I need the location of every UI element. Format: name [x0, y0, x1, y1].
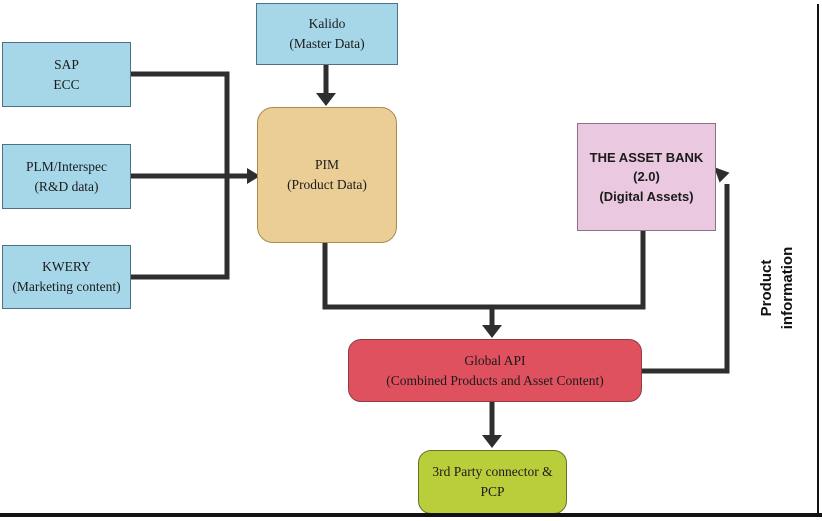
arrowhead-kalido-to-pim	[316, 93, 336, 106]
node-plm-interspec: PLM/Interspec (R&D data)	[2, 144, 131, 209]
edge-sap-kwery-trunk	[129, 71, 230, 280]
node-sap-ecc-label: SAP ECC	[53, 56, 80, 92]
bottom-border-line	[0, 513, 822, 517]
arrowhead-into-asset-bank	[714, 167, 730, 183]
arrowhead-into-third-party	[482, 435, 502, 448]
node-sap-ecc: SAP ECC	[2, 42, 131, 107]
node-asset-bank: THE ASSET BANK (2.0) (Digital Assets)	[577, 123, 716, 231]
node-global-api: Global API (Combined Products and Asset …	[348, 339, 642, 402]
right-border-line	[817, 4, 819, 517]
node-asset-bank-label: THE ASSET BANK (2.0) (Digital Assets)	[589, 149, 704, 204]
node-third-party-pcp: 3rd Party connector & PCP	[418, 450, 567, 514]
node-global-api-label: Global API (Combined Products and Asset …	[386, 352, 604, 388]
node-third-party-pcp-label: 3rd Party connector & PCP	[432, 464, 553, 499]
arrowhead-into-global-api	[482, 325, 502, 338]
node-plm-interspec-label: PLM/Interspec (R&D data)	[26, 158, 107, 194]
node-kalido: Kalido (Master Data)	[256, 3, 398, 65]
node-pim: PIM (Product Data)	[257, 107, 397, 243]
node-kwery-label: KWERY (Marketing content)	[12, 259, 121, 294]
node-kalido-label: Kalido (Master Data)	[289, 16, 365, 51]
node-kwery: KWERY (Marketing content)	[2, 245, 131, 309]
product-information-annotation: Product information	[758, 246, 796, 330]
node-pim-label: PIM (Product Data)	[287, 157, 367, 192]
